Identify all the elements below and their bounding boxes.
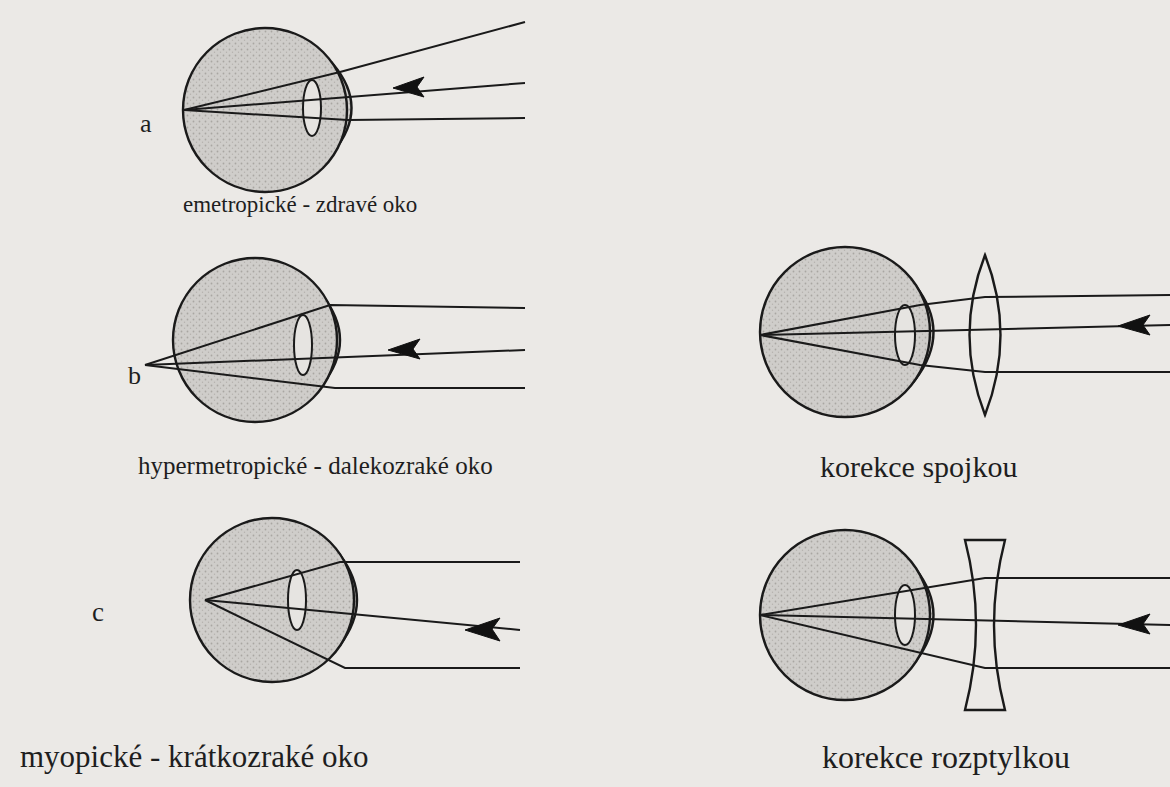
- figure-caption: emetropické - zdravé oko: [183, 192, 417, 217]
- figure-letter: a: [140, 110, 152, 139]
- corrected-hypermetropic-eye: [760, 247, 1170, 417]
- figure-letter: b: [128, 362, 141, 391]
- figure-letter: c: [92, 598, 104, 628]
- eye-lens: [288, 570, 306, 630]
- light-ray: [145, 365, 525, 388]
- light-ray: [184, 110, 525, 120]
- eye-lens: [294, 315, 312, 375]
- figure-caption: myopické - krátkozraké oko: [20, 740, 369, 774]
- light-ray: [184, 22, 525, 110]
- myopic-eye: [190, 518, 520, 682]
- figure-caption: korekce rozptylkou: [822, 740, 1070, 775]
- light-ray: [184, 83, 525, 110]
- figure-caption: hypermetropické - dalekozraké oko: [138, 452, 493, 480]
- light-ray: [760, 335, 1170, 372]
- direction-arrow: [388, 339, 420, 359]
- light-ray: [145, 305, 525, 365]
- eye-lens: [303, 80, 321, 136]
- light-ray: [145, 350, 525, 365]
- light-ray: [760, 578, 1170, 615]
- light-ray: [205, 600, 520, 630]
- light-ray: [760, 295, 1170, 335]
- light-ray: [760, 615, 1170, 625]
- figure-caption: korekce spojkou: [820, 450, 1017, 483]
- light-ray: [205, 562, 520, 600]
- direction-arrow: [1118, 315, 1150, 335]
- eyeball: [173, 258, 337, 422]
- hypermetropic-eye: [145, 258, 525, 422]
- eyeball: [183, 28, 347, 192]
- corrected-myopic-eye: [760, 530, 1170, 710]
- eye-lens: [895, 305, 915, 365]
- concave-lens: [965, 540, 1005, 710]
- direction-arrow: [393, 77, 424, 97]
- light-ray: [760, 615, 1170, 668]
- eye-lens: [895, 585, 915, 645]
- convex-lens: [970, 255, 1001, 415]
- light-ray: [760, 325, 1170, 335]
- direction-arrow: [1118, 614, 1150, 634]
- direction-arrow: [465, 618, 500, 641]
- light-ray: [205, 600, 520, 668]
- emmetropic-eye: [183, 22, 525, 192]
